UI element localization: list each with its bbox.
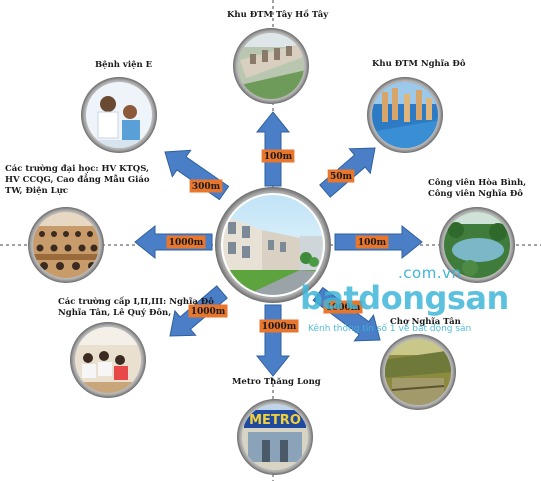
photo-truong-cap-123 [70, 322, 146, 398]
photo-truong-dai-hoc [28, 207, 104, 283]
distance-box-metro-thang-long [259, 319, 299, 333]
label-khu-dtm-tay-ho-tay: Khu ĐTM Tây Hồ Tây [227, 10, 328, 21]
watermark-url: .com.vn [398, 264, 462, 282]
photo-cong-vien [439, 207, 515, 283]
distance-box-benh-vien-e [189, 179, 223, 193]
photo-benh-vien-e [81, 77, 157, 153]
distance-box-khu-dtm-nghia-do [327, 169, 355, 183]
label-line: Công viên Hòa Bình, [428, 178, 527, 188]
arrow-metro-thang-long [255, 304, 291, 377]
distance-box-khu-dtm-tay-ho-tay [261, 149, 295, 163]
label-line: Các trường đại học: HV KTQS, [5, 164, 150, 174]
distance-label-khu-dtm-tay-ho-tay: 100m [264, 152, 293, 162]
label-line: HV CCQG, Cao đẳng Mẫu Giáo [5, 175, 150, 185]
distance-label-cho-nghia-tan: 1000m [326, 303, 361, 313]
distance-box-cong-vien [355, 235, 389, 249]
label-truong-dai-hoc: Các trường đại học: HV KTQS, HV CCQG, Ca… [5, 164, 150, 197]
label-line: Khu ĐTM Nghĩa Đô [372, 59, 466, 69]
label-line: Bệnh viện E [95, 60, 153, 70]
distance-label-khu-dtm-nghia-do: 50m [330, 172, 353, 182]
distance-label-metro-thang-long: 1000m [262, 322, 297, 332]
distance-box-truong-dai-hoc [166, 235, 206, 249]
label-line: TW, Điện Lực [5, 186, 69, 196]
label-cong-vien: Công viên Hòa Bình, Công viên Nghĩa Đô [428, 178, 526, 200]
label-line: Các trường cấp I,II,III: Nghĩa Đô [58, 297, 214, 307]
distance-label-truong-cap-123: 1000m [191, 307, 226, 317]
distance-label-cong-vien: 100m [358, 238, 387, 248]
center-development-photo [215, 187, 331, 303]
arrow-layer: 100m 50m 100m 1000m 1000m 1000m 1000m 300m [134, 111, 423, 377]
photo-khu-dtm-nghia-do [367, 77, 443, 153]
label-line: Chợ Nghĩa Tân [390, 317, 461, 327]
distance-label-benh-vien-e: 300m [192, 182, 221, 192]
label-line: Khu ĐTM Tây Hồ Tây [227, 10, 329, 20]
label-cho-nghia-tan: Chợ Nghĩa Tân [390, 317, 461, 328]
watermark-brand: batdongsan [300, 279, 509, 317]
photo-cho-nghia-tan [380, 334, 456, 410]
label-line: Công viên Nghĩa Đô [428, 189, 523, 199]
label-metro-thang-long: Metro Thăng Long [232, 377, 321, 388]
label-line: Metro Thăng Long [232, 377, 321, 387]
label-benh-vien-e: Bệnh viện E [95, 60, 152, 71]
watermark-slogan: Kênh thông tin số 1 về bất động sản [308, 324, 472, 334]
distance-box-truong-cap-123 [188, 304, 228, 318]
photo-metro-thang-long: METRO [237, 399, 313, 475]
label-khu-dtm-nghia-do: Khu ĐTM Nghĩa Đô [372, 59, 466, 70]
distance-label-truong-dai-hoc: 1000m [169, 238, 204, 248]
distance-box-cho-nghia-tan [323, 300, 363, 314]
label-truong-cap-123: Các trường cấp I,II,III: Nghĩa Đô Nghĩa … [58, 297, 214, 319]
metro-sign-text: METRO [249, 413, 301, 428]
photo-khu-dtm-tay-ho-tay [233, 28, 309, 104]
arrow-khu-dtm-tay-ho-tay [255, 111, 291, 187]
label-line: Nghĩa Tân, Lê Quý Đôn, [58, 308, 172, 318]
